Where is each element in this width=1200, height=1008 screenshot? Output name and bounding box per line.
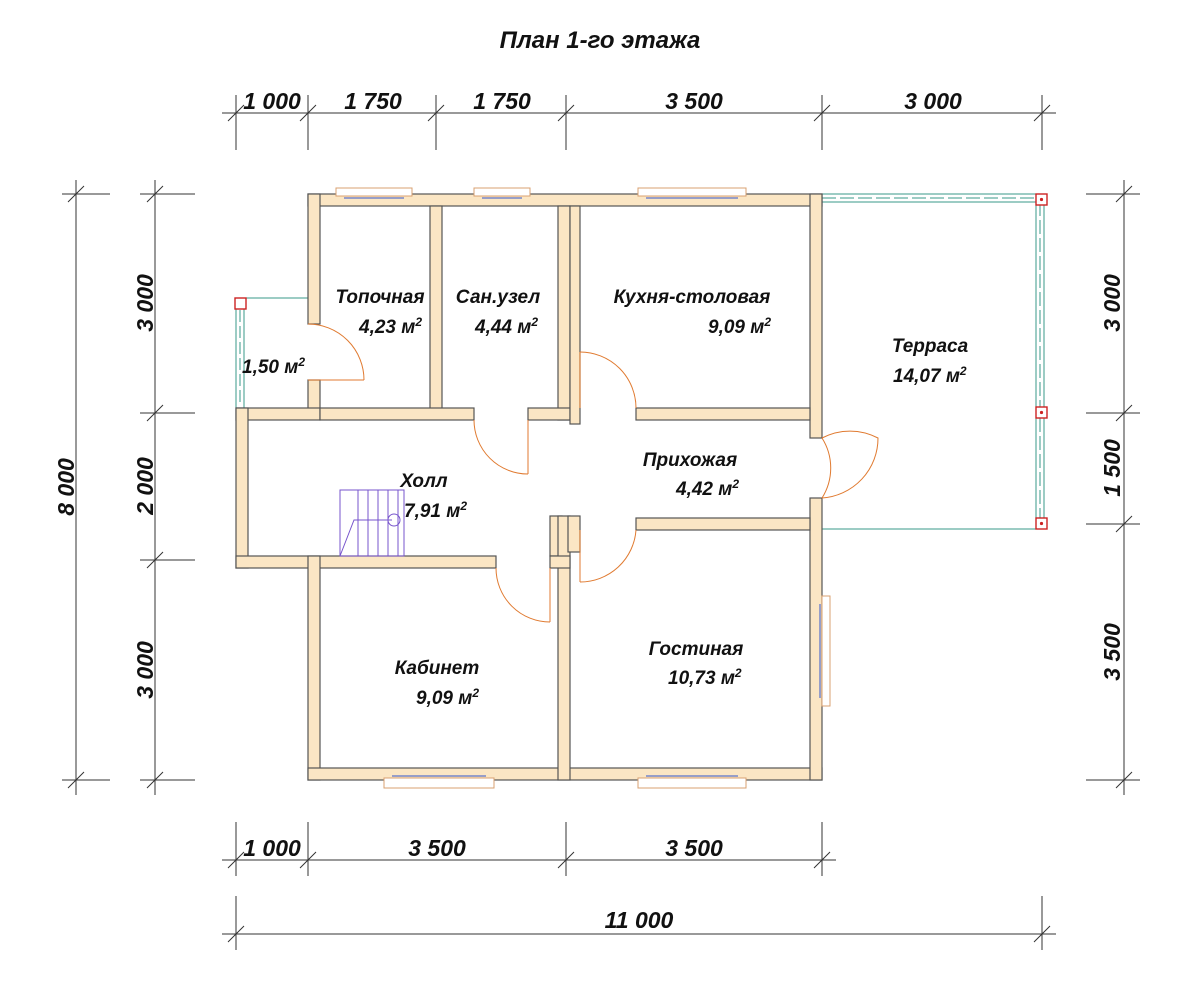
bottom-dimension-chain: 1 000 3 500 3 500 bbox=[222, 822, 836, 876]
room-name-study: Кабинет bbox=[395, 658, 480, 679]
left-inner-dimension-chain: 3 000 2 000 3 000 bbox=[132, 180, 195, 795]
stair-arrow-icon bbox=[387, 513, 401, 527]
walls bbox=[235, 193, 823, 781]
room-area-kitchen: 9,09 м2 bbox=[708, 315, 771, 338]
room-name-entry: Прихожая bbox=[643, 450, 737, 471]
dim-left-1: 3 000 bbox=[132, 274, 158, 332]
dim-top-2: 1 750 bbox=[344, 88, 402, 114]
room-area-terrace: 14,07 м2 bbox=[893, 364, 967, 387]
window-boiler-room bbox=[335, 187, 413, 199]
right-dimension-chain: 3 000 1 500 3 500 bbox=[1086, 180, 1140, 795]
room-area-hall: 7,91 м2 bbox=[404, 499, 467, 522]
window-living-bottom bbox=[637, 775, 747, 789]
dim-bottom-2: 3 500 bbox=[408, 835, 466, 861]
door-living-swing bbox=[579, 529, 637, 583]
dim-bottom-3: 3 500 bbox=[665, 835, 723, 861]
room-area-entry: 4,42 м2 bbox=[675, 477, 739, 500]
door-bath-swing bbox=[473, 419, 529, 475]
overall-width-dimension: 11 000 bbox=[222, 896, 1056, 950]
porch-railing bbox=[234, 297, 308, 409]
room-name-boiler: Топочная bbox=[335, 287, 424, 308]
room-name-hall: Холл bbox=[399, 471, 447, 492]
room-area-living: 10,73 м2 bbox=[668, 666, 742, 689]
dim-bottom-1: 1 000 bbox=[243, 835, 301, 861]
dim-top-1: 1 000 bbox=[243, 88, 301, 114]
dim-left-2: 2 000 bbox=[132, 457, 158, 516]
door-boiler-swing bbox=[307, 323, 365, 381]
room-labels: Топочная 4,23 м2 Сан.узел 4,44 м2 Кухня-… bbox=[242, 287, 969, 709]
top-dimension-chain: 1 000 1 750 1 750 3 500 3 000 bbox=[222, 88, 1056, 150]
dim-top-5: 3 000 bbox=[904, 88, 962, 114]
room-area-study: 9,09 м2 bbox=[416, 686, 479, 709]
dim-top-4: 3 500 bbox=[665, 88, 723, 114]
dim-total-width: 11 000 bbox=[605, 907, 674, 933]
dim-right-1: 3 000 bbox=[1099, 274, 1125, 332]
door-terrace-swing bbox=[821, 437, 832, 499]
window-bathroom bbox=[473, 187, 531, 199]
dim-right-3: 3 500 bbox=[1099, 623, 1125, 681]
dim-right-2: 1 500 bbox=[1099, 439, 1125, 497]
staircase bbox=[339, 489, 405, 557]
door-study-swing bbox=[495, 567, 551, 623]
window-living-side bbox=[819, 595, 831, 707]
porch-post bbox=[234, 297, 247, 310]
left-outer-dimension: 8 000 bbox=[53, 180, 110, 795]
windows bbox=[335, 187, 831, 789]
dim-left-total: 8 000 bbox=[53, 458, 79, 516]
room-name-terrace: Терраса bbox=[892, 336, 969, 357]
room-area-porch: 1,50 м2 bbox=[242, 355, 305, 378]
room-area-bath: 4,44 м2 bbox=[474, 315, 538, 338]
room-area-boiler: 4,23 м2 bbox=[358, 315, 422, 338]
doors bbox=[307, 323, 879, 623]
dim-top-3: 1 750 bbox=[473, 88, 531, 114]
window-kitchen bbox=[637, 187, 747, 199]
window-study bbox=[383, 775, 495, 789]
plan-title: План 1-го этажа bbox=[500, 27, 701, 54]
dim-left-3: 3 000 bbox=[132, 641, 158, 699]
room-name-kitchen: Кухня-столовая bbox=[614, 287, 771, 308]
door-kitchen-swing bbox=[579, 351, 637, 409]
terrace-railing bbox=[821, 193, 1048, 530]
room-name-living: Гостиная bbox=[649, 639, 744, 660]
room-name-bath: Сан.узел bbox=[456, 287, 541, 308]
